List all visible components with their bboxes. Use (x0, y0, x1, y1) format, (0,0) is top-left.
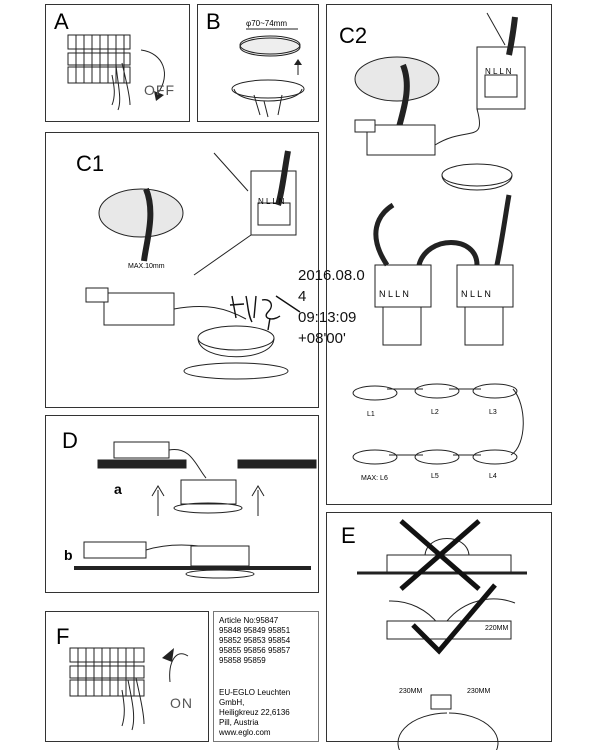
lamp-label-1: L1 (367, 411, 375, 418)
article-info-box: Article No:95847 95848 95849 95851 95852… (213, 611, 319, 742)
company-line-5: www.eglo.com (219, 728, 271, 737)
article-row-1: 95848 95849 95851 (219, 626, 291, 635)
install-diagram-d (74, 441, 317, 579)
switch-on-text: ON (170, 695, 193, 711)
subfig-a-label: a (114, 481, 122, 497)
company-line-2: GmbH, (219, 698, 245, 707)
panel-b-label: B (206, 9, 221, 34)
stamp-date: 2016.08.0 (298, 267, 365, 284)
subfig-b-label: b (64, 547, 73, 563)
article-row-4: 95858 95859 (219, 656, 266, 665)
panel-c1: C1 N L L N MAX.10mm (45, 132, 319, 408)
lamp-label-2: L2 (431, 409, 439, 416)
panel-b: B φ70~74mm (197, 4, 319, 122)
arrow-up-icon (294, 59, 302, 65)
panel-e-label: E (341, 523, 356, 548)
e-dim-3: 230MM (467, 688, 491, 695)
panel-c1-label: C1 (76, 151, 105, 176)
company-line-1: EU-EGLO Leuchten (219, 688, 291, 697)
article-row-2: 95852 95853 95854 (219, 636, 291, 645)
company-line-3: Heiligkreuz 22,6136 (219, 708, 290, 717)
lamp-label-4: L4 (489, 473, 497, 480)
panel-c2: C2 N L L N N L L N N (326, 4, 552, 505)
c1-terminals: N L L N (258, 197, 285, 206)
article-row-3: 95855 95856 95857 (219, 646, 291, 655)
stamp-timezone: +08'00' (298, 330, 346, 347)
panel-a-label: A (54, 9, 69, 34)
panel-f-label: F (56, 624, 70, 649)
article-title: Article No:95847 (219, 616, 279, 625)
lamp-chain (352, 383, 524, 465)
wiring-diagram-c2 (352, 12, 526, 465)
lamp-label-3: L3 (489, 409, 497, 416)
angle-diagram-e (357, 519, 527, 750)
cross-mark-icon (399, 519, 481, 591)
lamp-label-5: L5 (431, 473, 439, 480)
ceiling-cutout-illustration (231, 28, 305, 118)
signature-stamp: 2016.08.0 4 09:13:09 +08'00' (298, 265, 378, 349)
c2-terminals-right: N L L N (461, 289, 491, 299)
arrow-icon (154, 91, 164, 101)
panel-f: F ON (45, 611, 209, 742)
cutout-diameter: φ70~74mm (246, 19, 287, 28)
panel-e: E 220MM 230MM 230MM (326, 512, 552, 750)
check-mark-icon (411, 583, 497, 655)
c1-cable-label: MAX.10mm (128, 263, 165, 270)
c2-terminals-top: N L L N (485, 67, 512, 76)
e-dim-2: 230MM (399, 688, 423, 695)
panel-d: D a b (45, 415, 319, 593)
e-dim-1: 220MM (485, 625, 509, 632)
arrow-icon (162, 648, 174, 662)
breaker-on-illustration (69, 647, 189, 731)
company-line-4: Pill, Austria (219, 718, 259, 727)
wiring-diagram-c1 (85, 150, 297, 380)
lamp-label-max: MAX: L6 (361, 475, 388, 482)
c2-terminals-left: N L L N (379, 289, 409, 299)
panel-d-label: D (62, 428, 78, 453)
stamp-time: 09:13:09 (298, 309, 357, 326)
panel-c2-label: C2 (339, 23, 368, 48)
panel-a: A OFF (45, 4, 190, 122)
switch-off-text: OFF (144, 82, 175, 98)
stamp-line2: 4 (298, 288, 307, 305)
breaker-off-illustration (67, 34, 165, 111)
